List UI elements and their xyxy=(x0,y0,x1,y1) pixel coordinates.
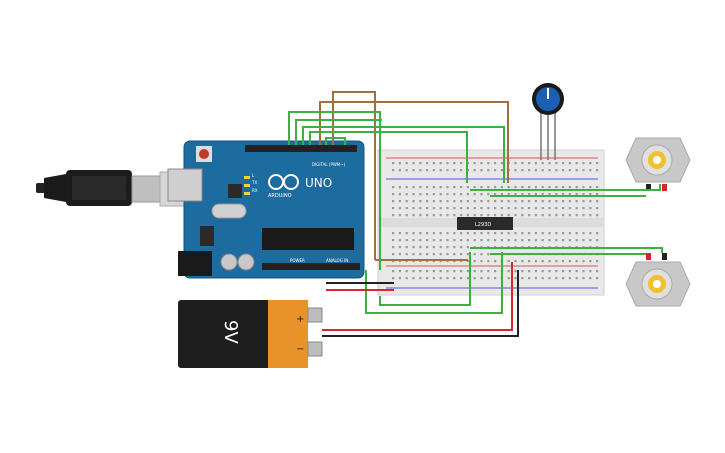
wire-brown xyxy=(319,101,509,183)
breadboard[interactable]: L293D xyxy=(377,149,605,296)
wire-green xyxy=(470,184,661,191)
wires xyxy=(288,91,663,337)
battery-plus-label: + xyxy=(296,314,304,325)
dc-motor-icon[interactable] xyxy=(625,137,691,191)
battery-voltage-label: 9V xyxy=(220,320,241,344)
arduino-brand-text: UNO xyxy=(305,176,332,190)
wire-brown xyxy=(332,91,376,260)
battery-icon[interactable]: 9V + − xyxy=(178,300,323,368)
tx-label: TX xyxy=(251,180,257,185)
wire-green xyxy=(288,111,381,270)
arduino-uno-board[interactable]: UNO ARDUINO DIGITAL (PWM~) POWER ANALOG … xyxy=(167,140,365,279)
arduino-logo-icon xyxy=(268,174,299,190)
chip-label: L293D xyxy=(475,222,491,228)
wire-green xyxy=(325,137,346,145)
digital-label: DIGITAL (PWM~) xyxy=(312,162,346,167)
dc-motor-icon[interactable] xyxy=(625,253,691,307)
l293d-chip[interactable]: L293D xyxy=(457,217,513,230)
wire-red xyxy=(322,262,513,331)
wire-green xyxy=(470,247,663,253)
wire-green xyxy=(295,119,382,145)
wire-green xyxy=(309,131,468,183)
l-label: L xyxy=(252,173,255,178)
analog-label: ANALOG IN xyxy=(326,258,348,263)
battery-minus-label: − xyxy=(296,344,304,355)
power-label: POWER xyxy=(290,258,305,263)
potentiometer-icon[interactable] xyxy=(532,83,564,160)
wire-green xyxy=(365,252,503,314)
wire-green xyxy=(302,126,505,183)
wire-green xyxy=(379,252,471,306)
rx-label: RX xyxy=(252,188,258,193)
wire-black xyxy=(322,270,519,337)
arduino-logo-text: ARDUINO xyxy=(268,193,292,199)
